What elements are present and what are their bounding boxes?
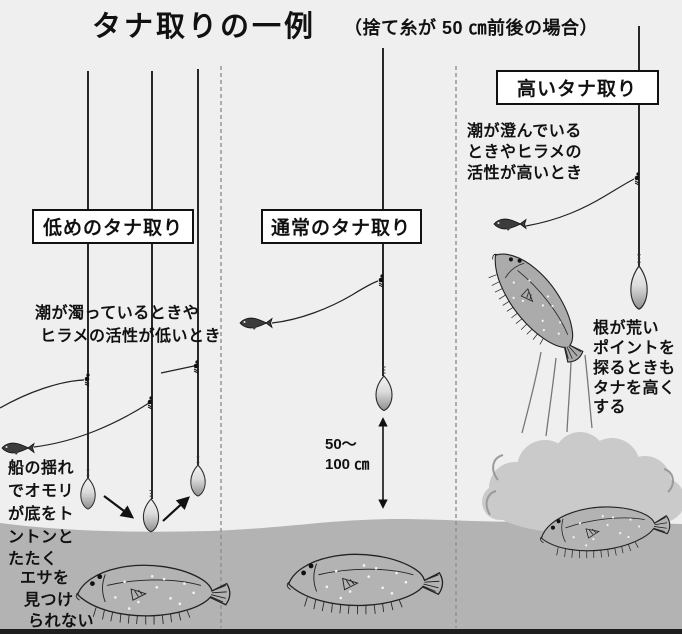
svg-text:ときやヒラメの: ときやヒラメの	[467, 143, 582, 161]
page-title: タナ取りの一例	[92, 9, 316, 43]
svg-text:エサを: エサを	[20, 569, 70, 587]
bounce-arrow-up	[162, 496, 190, 522]
svg-text:100 ㎝: 100 ㎝	[325, 456, 369, 473]
svg-text:ントンと: ントンと	[8, 528, 74, 546]
svg-text:ヒラメの活性が低いとき: ヒラメの活性が低いとき	[40, 326, 221, 345]
bounce-note: 船の揺れ でオモリ が底をト ントンと たたく	[8, 458, 74, 568]
rig-low	[0, 69, 206, 533]
svg-text:潮が濁っているときや: 潮が濁っているときや	[35, 303, 199, 322]
depth-range-label: 50～ 100 ㎝	[325, 436, 369, 473]
svg-text:たたく: たたく	[8, 550, 58, 568]
section-label-high: 高いタナ取り	[517, 77, 637, 100]
bottom-band	[0, 629, 682, 634]
motion-lines	[521, 351, 593, 437]
rough-point-note: 根が荒い ポイントを 探るときも タナを高く する	[593, 318, 676, 416]
bait-note: エサを 見つけ られない	[20, 569, 94, 630]
svg-text:が底をト: が底をト	[8, 504, 74, 523]
section-label-normal: 通常のタナ取り	[271, 216, 411, 239]
svg-text:探るときも: 探るときも	[593, 358, 676, 377]
label-box-low	[32, 209, 194, 244]
svg-text:でオモリ: でオモリ	[8, 482, 74, 500]
svg-text:タナを高く: タナを高く	[593, 378, 676, 397]
svg-text:50～: 50～	[325, 436, 357, 453]
svg-text:られない: られない	[28, 612, 94, 630]
svg-text:船の揺れ: 船の揺れ	[8, 458, 74, 477]
label-box-normal	[261, 209, 422, 244]
svg-text:ポイントを: ポイントを	[593, 338, 676, 357]
rig-high	[493, 26, 648, 310]
svg-text:見つけ: 見つけ	[23, 591, 74, 609]
section-label-low: 低めのタナ取り	[42, 216, 183, 239]
svg-text:する: する	[593, 398, 626, 416]
high-condition-note: 潮が澄んでいる ときやヒラメの 活性が高いとき	[467, 121, 583, 182]
low-condition-note: 潮が濁っているときや ヒラメの活性が低いとき	[35, 303, 221, 345]
svg-text:根が荒い: 根が荒い	[593, 318, 659, 337]
page-subtitle: （捨て糸が 50 ㎝前後の場合）	[344, 17, 598, 38]
label-box-high	[496, 70, 659, 105]
svg-text:活性が高いとき: 活性が高いとき	[467, 163, 583, 182]
svg-text:潮が澄んでいる: 潮が澄んでいる	[467, 121, 582, 140]
bounce-arrow-down	[103, 495, 135, 519]
